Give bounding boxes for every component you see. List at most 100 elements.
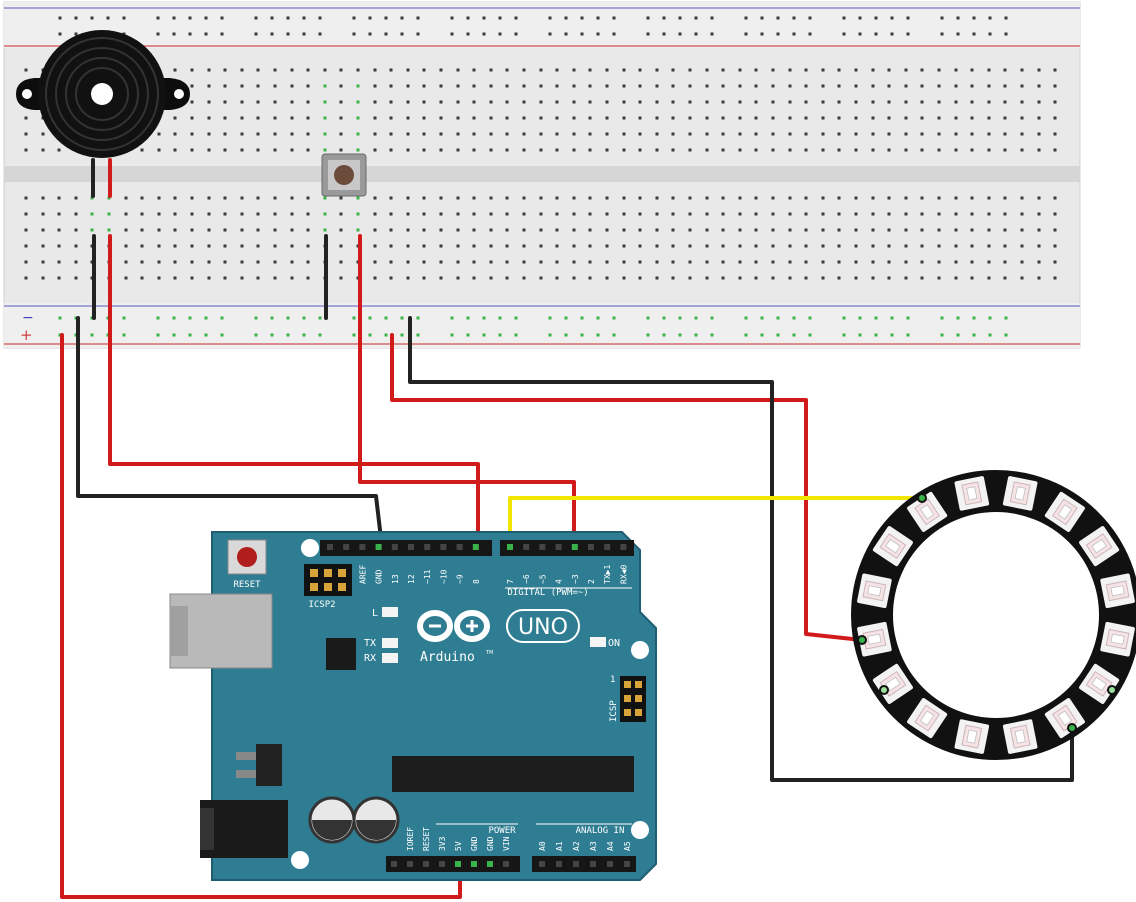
breadboard-hole <box>705 228 709 232</box>
neopixel-led <box>1100 621 1135 657</box>
breadboard-hole <box>655 276 659 280</box>
breadboard-hole <box>140 276 144 280</box>
breadboard-hole <box>74 196 78 200</box>
breadboard-hole <box>173 244 177 248</box>
rail-hole <box>514 32 518 36</box>
rail-hole <box>842 32 846 36</box>
breadboard-hole <box>107 212 111 216</box>
breadboard-hole <box>655 132 659 136</box>
neopixel-led <box>857 573 892 609</box>
breadboard-hole <box>273 244 277 248</box>
breadboard-hole <box>555 68 559 72</box>
breadboard-hole <box>970 132 974 136</box>
rail-hole <box>596 32 600 36</box>
breadboard-hole <box>1053 68 1057 72</box>
breadboard-hole <box>1020 116 1024 120</box>
breadboard-hole <box>721 116 725 120</box>
breadboard-hole <box>970 260 974 264</box>
rail-hole <box>352 32 356 36</box>
breadboard-hole <box>339 132 343 136</box>
breadboard-hole <box>124 276 128 280</box>
breadboard-hole <box>738 276 742 280</box>
rail-hole <box>90 333 94 337</box>
breadboard-hole <box>605 244 609 248</box>
breadboard-hole <box>190 84 194 88</box>
rail-hole <box>254 32 258 36</box>
breadboard-hole <box>290 68 294 72</box>
breadboard-hole <box>456 132 460 136</box>
breadboard-hole <box>854 196 858 200</box>
neopixel-led <box>1002 476 1038 511</box>
breadboard-hole <box>223 212 227 216</box>
rail-hole <box>318 333 322 337</box>
breadboard-hole <box>588 260 592 264</box>
breadboard-hole <box>522 196 526 200</box>
breadboard-hole <box>356 116 360 120</box>
breadboard-hole <box>555 84 559 88</box>
rail-hole <box>318 316 322 320</box>
rail-hole <box>172 333 176 337</box>
breadboard-hole <box>555 148 559 152</box>
breadboard-hole <box>804 260 808 264</box>
breadboard-hole <box>572 148 576 152</box>
rail-hole <box>122 16 126 20</box>
rail-hole <box>1004 16 1008 20</box>
header-pin <box>604 544 611 550</box>
breadboard-hole <box>887 132 891 136</box>
breadboard-hole <box>754 260 758 264</box>
header-pin <box>391 544 398 550</box>
breadboard-hole <box>1053 244 1057 248</box>
breadboard-hole <box>705 148 709 152</box>
breadboard-hole <box>74 276 78 280</box>
breadboard-hole <box>456 100 460 104</box>
breadboard-hole <box>638 260 642 264</box>
breadboard-hole <box>406 100 410 104</box>
rail-hole <box>776 32 780 36</box>
breadboard-hole <box>754 132 758 136</box>
rail-hole <box>678 32 682 36</box>
rail-minus-label: − <box>22 310 34 326</box>
breadboard-hole <box>522 148 526 152</box>
breadboard-hole <box>505 196 509 200</box>
breadboard-hole <box>572 84 576 88</box>
header-pin <box>327 544 333 550</box>
breadboard-hole <box>389 212 393 216</box>
rail-hole <box>188 32 192 36</box>
rail-hole <box>384 333 388 337</box>
breadboard-hole <box>721 260 725 264</box>
breadboard-hole <box>273 68 277 72</box>
breadboard-hole <box>920 68 924 72</box>
breadboard-hole <box>223 148 227 152</box>
breadboard-hole <box>240 132 244 136</box>
mount-hole <box>291 851 309 869</box>
breadboard-hole <box>555 116 559 120</box>
rail-hole <box>270 16 274 20</box>
breadboard-hole <box>954 132 958 136</box>
breadboard-hole <box>173 116 177 120</box>
rail-hole <box>956 316 960 320</box>
breadboard-hole <box>605 100 609 104</box>
rail-hole <box>580 316 584 320</box>
breadboard-hole <box>306 212 310 216</box>
rail-hole <box>498 32 502 36</box>
breadboard-hole <box>970 100 974 104</box>
breadboard-hole <box>323 84 327 88</box>
rail-hole <box>956 16 960 20</box>
rail-hole <box>906 16 910 20</box>
rail-hole <box>646 316 650 320</box>
breadboard-hole <box>1020 196 1024 200</box>
breadboard-hole <box>871 212 875 216</box>
neopixel-led <box>1044 491 1085 532</box>
analog-label: ANALOG IN <box>576 826 625 836</box>
breadboard-hole <box>638 196 642 200</box>
breadboard-hole <box>622 132 626 136</box>
rail-hole <box>58 16 62 20</box>
rail-hole <box>156 316 160 320</box>
breadboard-hole <box>655 228 659 232</box>
breadboard-hole <box>1053 276 1057 280</box>
breadboard-hole <box>456 196 460 200</box>
breadboard-hole <box>837 276 841 280</box>
digital-label: DIGITAL (PWM=~) <box>507 588 588 598</box>
breadboard-hole <box>754 116 758 120</box>
